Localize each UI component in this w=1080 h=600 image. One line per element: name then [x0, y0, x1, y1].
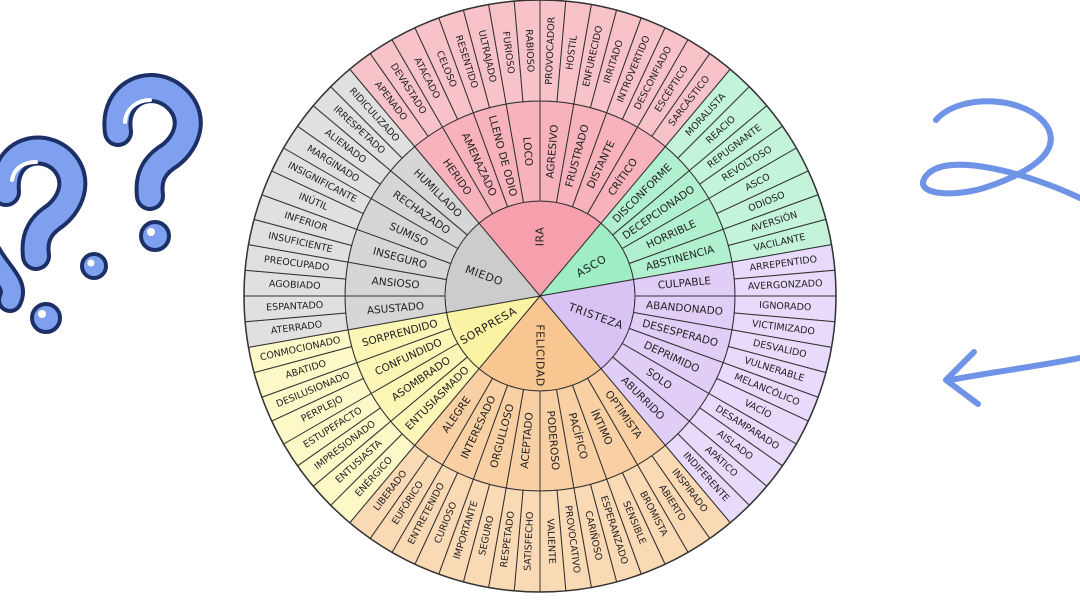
secondary-emotion-label: ASUSTADO — [366, 300, 424, 317]
tertiary-emotion-label: RABIOSO — [523, 29, 536, 72]
question-mark-icon — [0, 245, 62, 334]
core-emotion-label: IRA — [534, 227, 547, 246]
tertiary-emotion-label: PROVOCADOR — [544, 16, 558, 85]
tertiary-emotion-label: ESPANTADO — [266, 300, 324, 313]
secondary-emotion-label: AGRESIVO — [544, 124, 561, 179]
question-mark-icon — [0, 135, 108, 280]
curved-arrow-icon — [920, 98, 1080, 407]
secondary-emotion-label: ANSIOSO — [371, 275, 420, 291]
secondary-emotion-label: CULPABLE — [657, 275, 711, 292]
tertiary-emotion-label: AVERGONZADO — [748, 278, 823, 292]
question-mark-icon — [102, 73, 203, 252]
secondary-emotion-label: LOCO — [520, 136, 535, 166]
wheel-outline — [243, 0, 837, 593]
tertiary-emotion-label: AGOBIADO — [269, 279, 321, 292]
secondary-emotion-label: PODEROSO — [544, 410, 561, 471]
tertiary-emotion-label: SATISFECHO — [523, 511, 537, 571]
tertiary-emotion-label: IGNORADO — [759, 300, 812, 313]
tertiary-emotion-label: VALIENTE — [544, 518, 557, 564]
question-marks-decoration — [0, 73, 203, 334]
core-emotion-label: FELICIDAD — [534, 324, 547, 386]
emotion-wheel: IRAHERIDOAPENADODEVASTADOAMENAZADOATACAD… — [243, 0, 837, 593]
secondary-emotion-label: ACEPTADO — [519, 412, 536, 469]
tertiary-emotion-label: HOSTIL — [564, 34, 580, 70]
